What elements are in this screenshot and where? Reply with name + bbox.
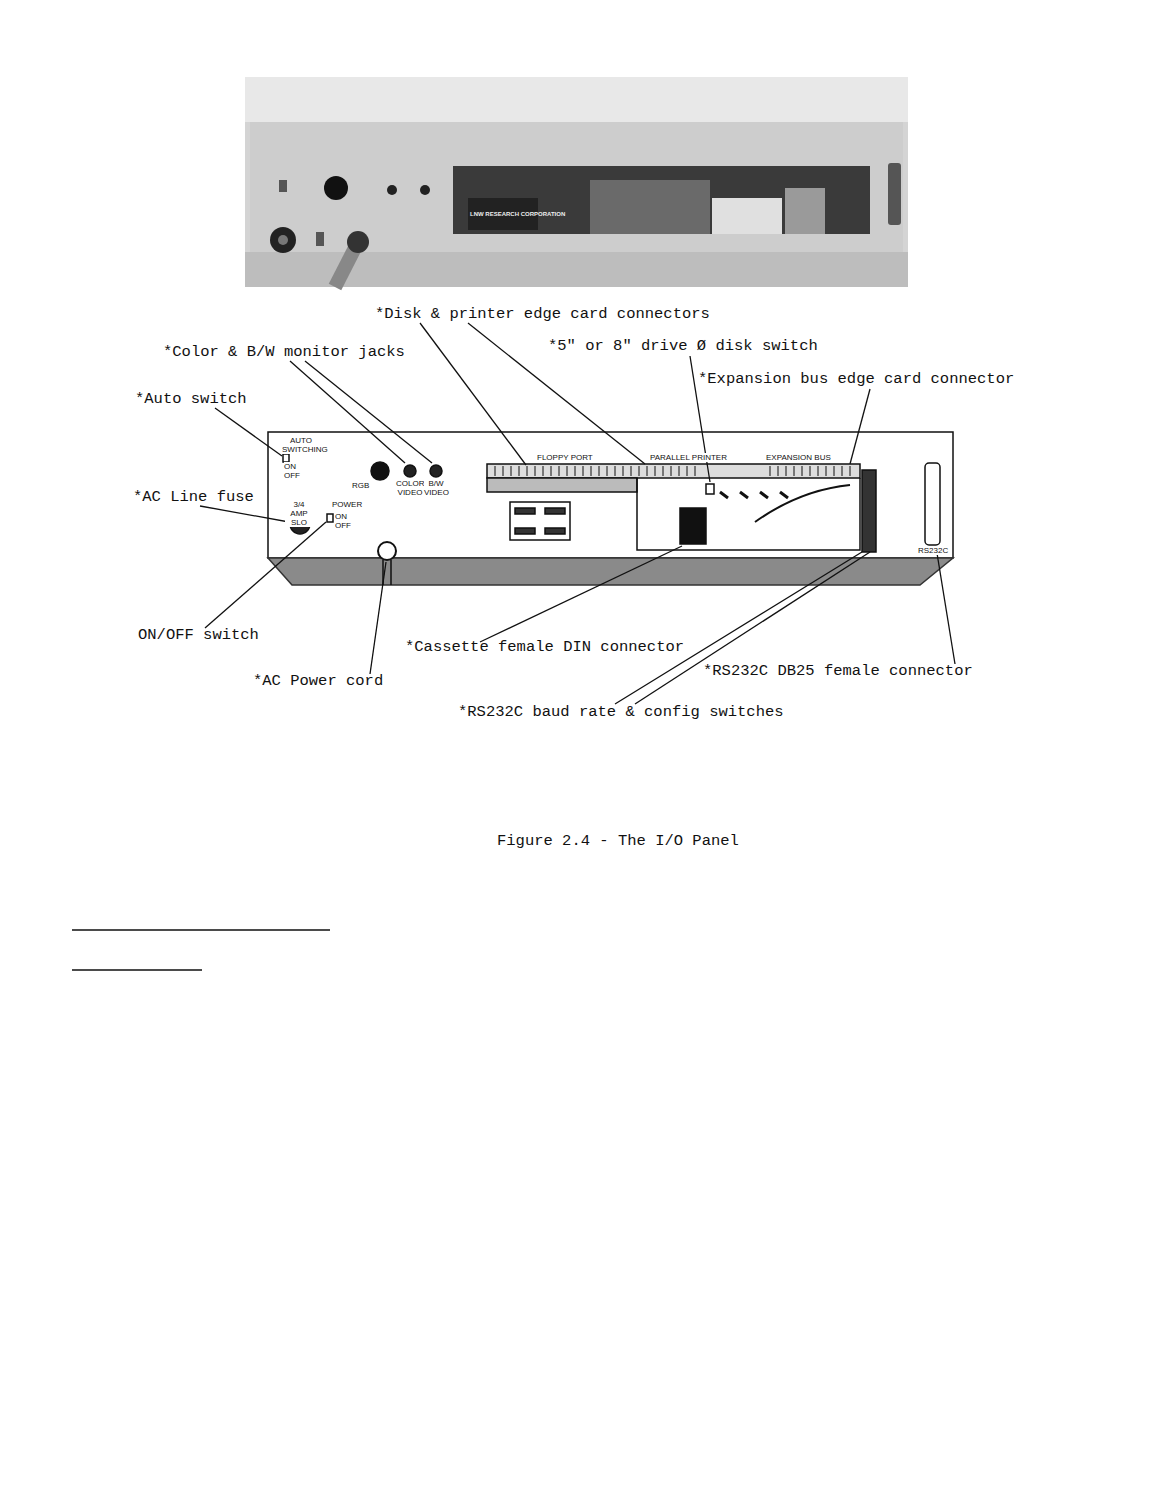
nameplate-text: LNW RESEARCH CORPORATION [470, 211, 565, 218]
panel-marking: PARALLEL PRINTER [650, 453, 727, 462]
underline [72, 930, 330, 970]
panel-marking: ON OFF [284, 462, 296, 480]
panel-drawing [268, 432, 953, 585]
photo [245, 77, 908, 287]
callout-label: *AC Line fuse [133, 488, 254, 506]
callout-label: *Auto switch [135, 390, 247, 408]
callout-label: *Disk & printer edge card connectors [375, 305, 710, 323]
panel-marking: EXPANSION BUS [766, 453, 831, 462]
panel-marking: RGB [352, 481, 369, 490]
panel-marking: ON OFF [335, 512, 347, 530]
panel-marking: POWER [332, 500, 362, 509]
callout-label: *Expansion bus edge card connector [698, 370, 1014, 388]
panel-marking: FLOPPY PORT [537, 453, 593, 462]
callout-label: *RS232C baud rate & config switches [458, 703, 784, 721]
figure-caption: Figure 2.4 - The I/O Panel [497, 832, 739, 850]
callout-label: *Color & B/W monitor jacks [163, 343, 405, 361]
callout-label: *RS232C DB25 female connector [703, 662, 973, 680]
callout-label: *Cassette female DIN connector [405, 638, 684, 656]
panel-marking: AUTO SWITCHING [282, 436, 320, 454]
panel-marking: B/W VIDEO [424, 479, 448, 497]
panel-marking: RS232C [918, 546, 948, 555]
callout-label: *5" or 8" drive Ø disk switch [548, 337, 818, 355]
panel-marking: 3/4 AMP SLO [285, 500, 313, 527]
callout-label: ON/OFF switch [138, 626, 259, 644]
panel-marking: COLOR VIDEO [396, 479, 424, 497]
callout-label: *AC Power cord [253, 672, 383, 690]
